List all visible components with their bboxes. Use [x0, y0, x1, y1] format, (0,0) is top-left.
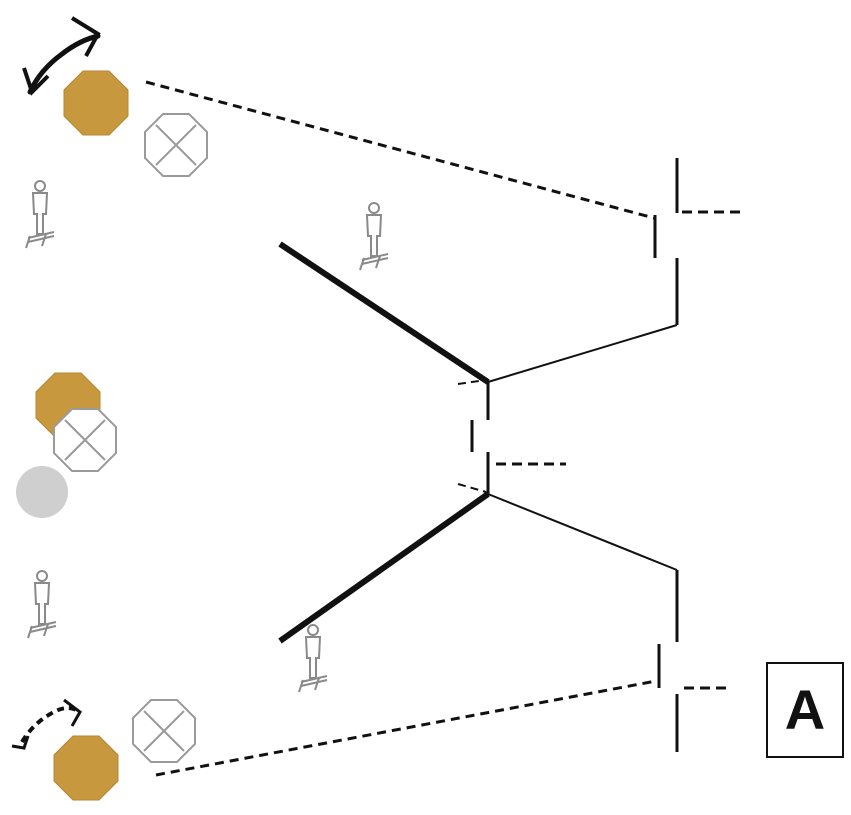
crossed-octagon-icon	[53, 408, 117, 472]
grey-circle-icon	[16, 466, 68, 518]
arc-arrow-icon	[22, 16, 101, 96]
lower-gap	[657, 570, 728, 752]
person-on-platform-icon	[359, 202, 389, 271]
person-on-platform-icon	[25, 180, 55, 249]
filled-octagon-icon	[63, 70, 129, 136]
upper-gap	[653, 158, 740, 325]
thin-wall	[487, 493, 678, 571]
dashed-arc-arrow-icon	[11, 698, 82, 750]
central-gap	[457, 379, 566, 494]
panel-label-text: A	[784, 678, 826, 741]
person-on-platform-icon	[298, 624, 328, 693]
person-on-platform-icon	[27, 570, 57, 639]
dashed-line	[155, 679, 657, 777]
thick-wall	[278, 241, 490, 385]
crossed-octagon-icon	[144, 113, 208, 177]
panel-label: A	[766, 662, 844, 758]
thick-wall	[278, 491, 490, 644]
thin-wall	[487, 324, 678, 383]
filled-octagon-icon	[53, 735, 119, 801]
dashed-line	[145, 80, 655, 220]
crossed-octagon-icon	[132, 699, 196, 763]
